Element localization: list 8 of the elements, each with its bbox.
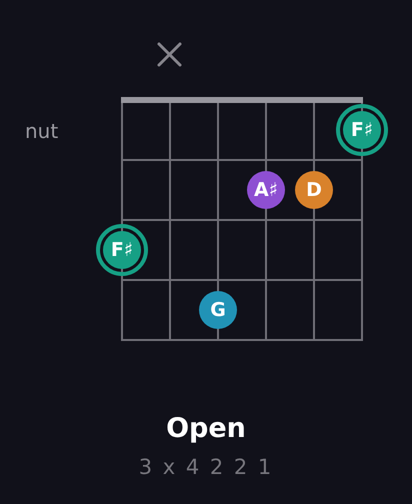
ringed-note-dot: F♯ (96, 224, 148, 276)
fingering-text: 3 x 4 2 2 1 (138, 455, 274, 479)
nut-label: nut (25, 119, 58, 143)
chord-title: Open (166, 413, 246, 444)
ringed-note-dot: F♯ (336, 104, 388, 156)
note-dot: A♯ (247, 171, 285, 209)
note-dot: D (295, 171, 333, 209)
note-dot: G (199, 291, 237, 329)
